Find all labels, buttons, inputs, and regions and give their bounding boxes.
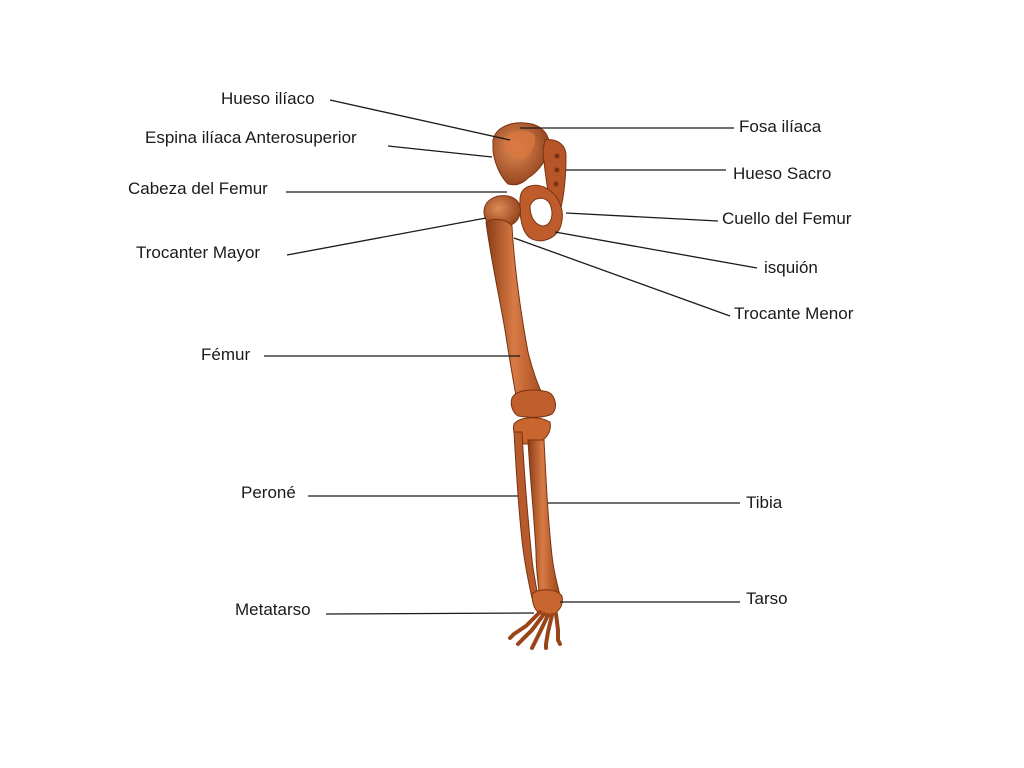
label-trocanter-mayor: Trocanter Mayor — [136, 243, 261, 262]
leader-isquion — [554, 231, 758, 269]
label-cabeza-del-femur: Cabeza del Femur — [128, 179, 268, 198]
bones — [483, 122, 567, 650]
leader-hueso-iliaco — [329, 99, 511, 141]
foot-bones — [508, 610, 562, 650]
femur-shaft — [485, 218, 549, 407]
leader-trocante-menor — [513, 237, 731, 317]
label-tibia: Tibia — [746, 493, 783, 512]
tarsus — [531, 589, 563, 617]
label-hueso-iliaco: Hueso ilíaco — [221, 89, 315, 108]
label-isquion: isquión — [764, 258, 818, 277]
femoral-condyles — [510, 389, 556, 418]
label-espina-iliaca-anterosuperior: Espina ilíaca Anterosuperior — [145, 128, 357, 147]
leader-lines — [264, 99, 758, 615]
leader-espina-iliaca — [387, 145, 493, 158]
leader-trocanter-mayor — [286, 217, 487, 256]
label-cuello-del-femur: Cuello del Femur — [722, 209, 852, 228]
label-trocante-menor: Trocante Menor — [734, 304, 854, 323]
label-hueso-sacro: Hueso Sacro — [733, 164, 832, 183]
leader-cuello-femur — [565, 212, 719, 222]
label-tarso: Tarso — [746, 589, 788, 608]
label-femur: Fémur — [201, 345, 251, 364]
label-fosa-iliaca: Fosa ilíaca — [739, 117, 822, 136]
label-metatarso: Metatarso — [235, 600, 311, 619]
leader-metatarso — [325, 612, 535, 615]
ischium — [519, 184, 563, 242]
iliac-fossa — [503, 130, 536, 160]
label-perone: Peroné — [241, 483, 296, 502]
